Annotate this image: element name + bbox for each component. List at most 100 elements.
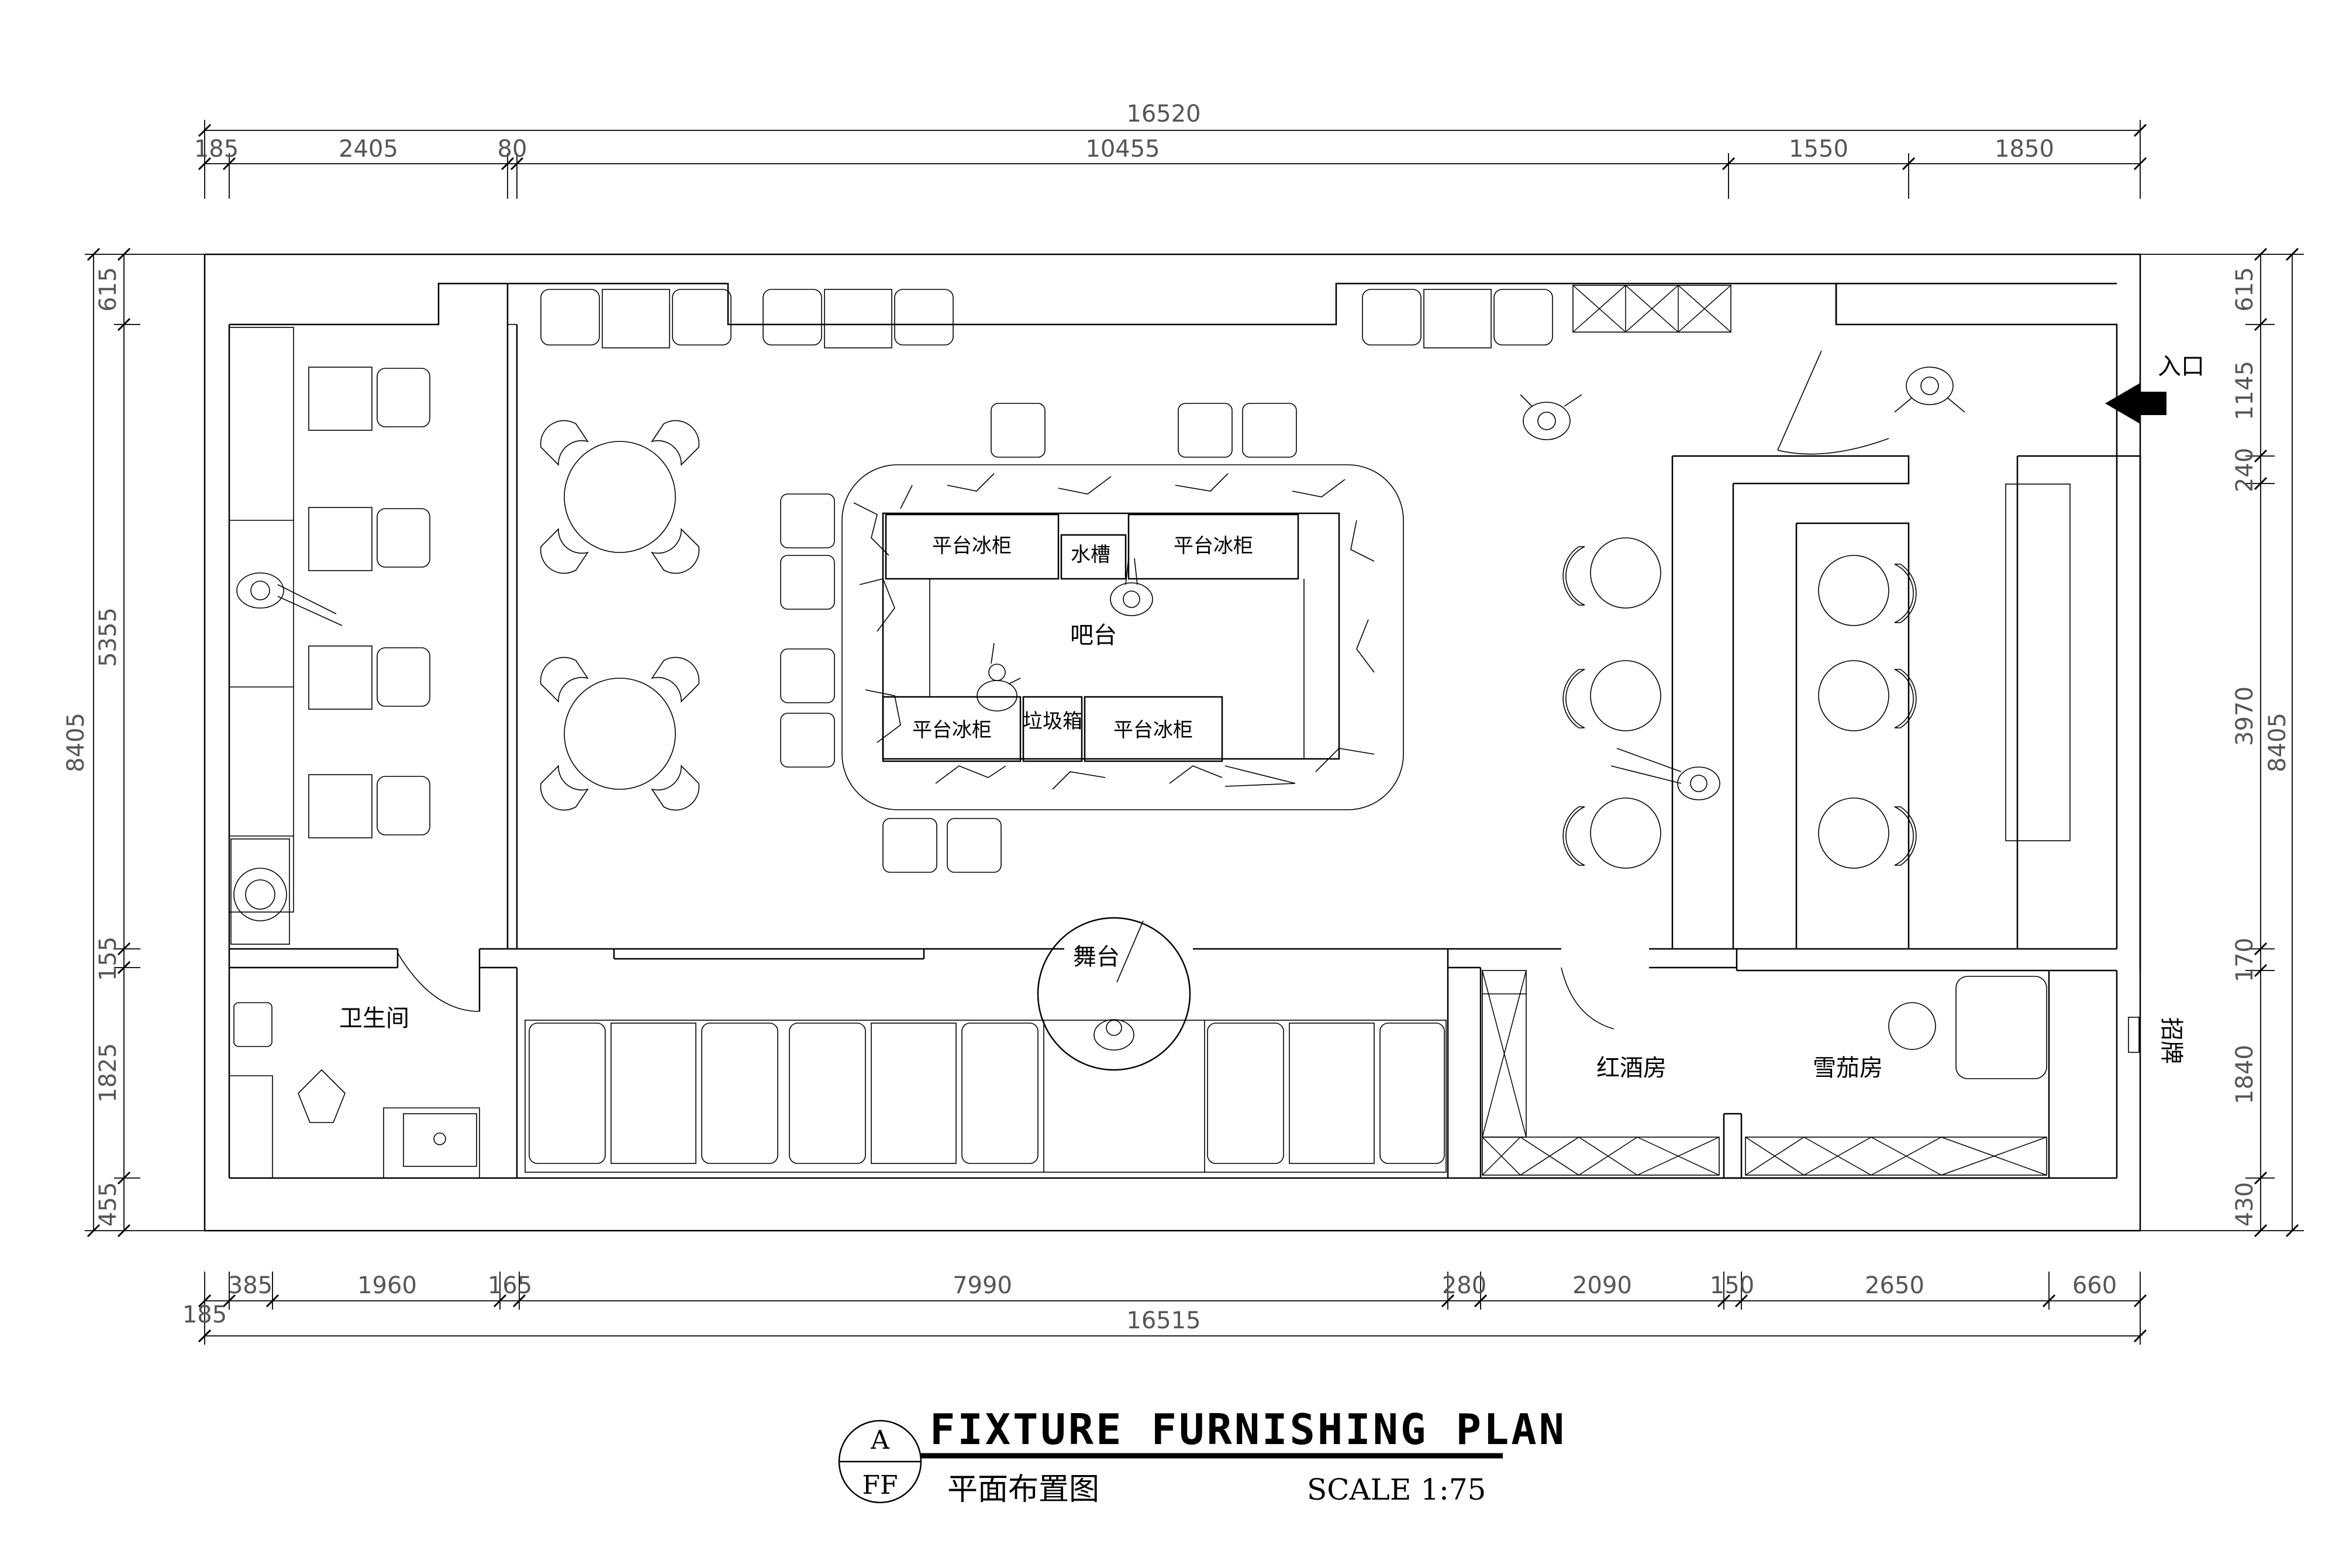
fridge-label: 平台冰柜 (1113, 719, 1193, 742)
bar-label: 吧台 (1070, 622, 1117, 649)
sink-label: 水槽 (1071, 543, 1110, 567)
basin-icon (403, 1113, 477, 1167)
plant-icon (233, 868, 287, 921)
dim-top-total: 16520 (1126, 101, 1200, 127)
entrance: 入口 (1777, 350, 2205, 455)
signboard: 招牌 (2128, 1017, 2185, 1064)
toilet-label: 卫生间 (339, 1005, 409, 1032)
fridge (1084, 696, 1223, 762)
entrance-label: 入口 (2158, 353, 2205, 380)
right-dimensions: 615 1145 240 3970 170 1840 430 8405 (2140, 247, 2304, 1238)
dim-bottom-6: 2090 (1572, 1272, 1632, 1299)
plan-subtitle: 平面布置图 (947, 1472, 1099, 1507)
signboard-label: 招牌 (2158, 1017, 2185, 1064)
person-icon (1093, 1019, 1134, 1051)
dim-top-1: 185 (194, 136, 239, 163)
bar-inner (882, 512, 1340, 760)
dim-top-4: 10455 (1085, 136, 1160, 163)
left-dimensions: 8405 615 5355 155 1825 455 (63, 247, 205, 1238)
sink (1060, 534, 1127, 580)
fridge (882, 696, 1022, 762)
round-table (564, 441, 676, 553)
dim-right-5: 170 (2231, 938, 2258, 982)
planter (230, 838, 290, 945)
dim-top-5: 1550 (1789, 136, 1848, 163)
cigar-cabinet (1745, 1137, 2047, 1176)
wine-room-label: 红酒房 (1596, 1055, 1667, 1082)
fridge-label: 平台冰柜 (932, 534, 1012, 558)
left-booth (229, 327, 430, 945)
dim-bottom-7: 150 (1710, 1272, 1754, 1299)
dim-bottom-1: 385 (228, 1272, 272, 1299)
wine-rack (1482, 1137, 1720, 1176)
dim-left-5: 455 (95, 1182, 122, 1227)
sink-icon (233, 1002, 272, 1047)
dim-left-3: 155 (95, 937, 122, 981)
booth-table (308, 367, 372, 431)
lounge-booths (525, 1020, 1447, 1173)
dim-bottom-4: 7990 (953, 1272, 1012, 1299)
chair (377, 647, 430, 707)
person-icon (977, 643, 1021, 712)
marker-bottom: FF (862, 1470, 898, 1500)
top-tables (540, 285, 1731, 348)
dim-bottom-9: 660 (2072, 1272, 2117, 1299)
fridge (1127, 513, 1299, 580)
fridge (885, 513, 1060, 580)
entrance-arrow-icon (2105, 383, 2166, 424)
walls (203, 253, 2141, 1232)
person-icon (236, 572, 343, 626)
dim-top-2: 2405 (339, 136, 398, 163)
chair (377, 508, 430, 568)
dim-bottom-8: 2650 (1865, 1272, 1924, 1299)
dim-top-6: 1850 (1995, 136, 2054, 163)
dim-right-4: 3970 (2231, 686, 2258, 746)
booth-table (308, 507, 372, 571)
booth-table (308, 645, 372, 710)
chair (377, 368, 430, 427)
round-table (564, 678, 676, 790)
dim-top-3: 80 (498, 136, 527, 163)
top-dimensions: 16520 185 2405 80 10455 1550 1850 (194, 101, 2147, 199)
dim-bottom-2: 1960 (357, 1272, 417, 1299)
person-icon (1894, 367, 1965, 413)
armchair (1955, 976, 2047, 1079)
stage-label: 舞台 (1073, 944, 1120, 970)
dim-left-1: 615 (95, 267, 122, 312)
toilet-icon (298, 1069, 346, 1123)
plan-title: FIXTURE FURNISHING PLAN (930, 1405, 1567, 1454)
person-icon (1520, 394, 1582, 440)
title-block: A FF FIXTURE FURNISHING PLAN 平面布置图 SCALE… (838, 1405, 1567, 1507)
dim-bottom-total: 16515 (1126, 1307, 1200, 1334)
cigar-room-label: 雪茄房 (1813, 1055, 1883, 1082)
dim-right-1: 615 (2231, 267, 2258, 312)
storage-cabinet (1572, 285, 1731, 333)
person-icon (1610, 748, 1720, 800)
dim-left-total: 8405 (63, 713, 89, 772)
dim-bottom-5: 280 (1442, 1272, 1486, 1299)
bar-counter (841, 464, 1404, 810)
booth-table (308, 774, 372, 838)
fridge-label: 平台冰柜 (912, 719, 992, 742)
dim-left-2: 5355 (95, 607, 122, 667)
fridge-label: 平台冰柜 (1174, 534, 1253, 558)
dim-right-7: 430 (2231, 1182, 2258, 1227)
bar-island: 平台冰柜 水槽 平台冰柜 平台冰柜 垃圾箱 平台冰柜 吧台 (780, 403, 1404, 873)
dim-right-3: 240 (2231, 448, 2258, 492)
round-tables (540, 420, 700, 811)
stage: 舞台 (1037, 917, 1191, 1071)
dim-right-2: 1145 (2231, 361, 2258, 420)
trash-label: 垃圾箱 (1023, 710, 1082, 733)
plan-scale: SCALE 1:75 (1307, 1473, 1486, 1507)
marker-top: A (870, 1425, 890, 1455)
person-icon (1110, 558, 1153, 616)
dim-right-total: 8405 (2264, 713, 2291, 772)
chair (377, 776, 430, 835)
dim-bottom-3: 165 (488, 1272, 532, 1299)
dim-left-4: 1825 (95, 1043, 122, 1103)
wine-cigar-rooms: 红酒房 雪茄房 (1482, 967, 2047, 1176)
dim-right-6: 1840 (2231, 1045, 2258, 1104)
trash-bin (1022, 696, 1083, 762)
side-table (1888, 1002, 1936, 1050)
